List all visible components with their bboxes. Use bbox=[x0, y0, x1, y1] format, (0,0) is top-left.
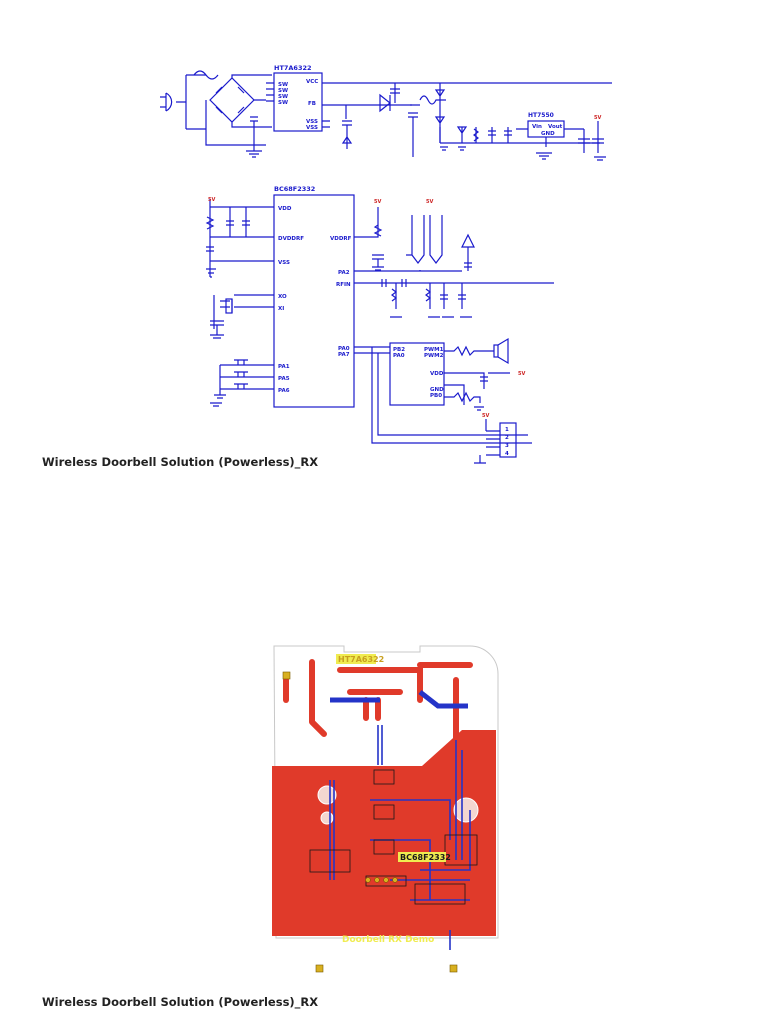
power-label: 5V bbox=[374, 199, 381, 205]
audio-ic-pin: PWM2 bbox=[424, 353, 444, 359]
connector-pin: 2 bbox=[505, 435, 509, 441]
top-ic-pin: SW bbox=[278, 100, 288, 106]
regulator-pin: Vout bbox=[548, 124, 563, 130]
power-label: 5V bbox=[594, 115, 601, 121]
mcu-pin: XI bbox=[278, 306, 284, 312]
ac-plug-icon bbox=[160, 92, 173, 112]
mcu-pin: DVDDRF bbox=[278, 236, 304, 242]
audio-ic-pin: PA0 bbox=[393, 353, 405, 359]
top-ic-pin: VSS bbox=[306, 125, 318, 131]
connector-pin: 3 bbox=[505, 443, 509, 449]
pcb-caption: Wireless Doorbell Solution (Powerless)_R… bbox=[42, 995, 319, 1009]
mcu-pin: VDD bbox=[278, 206, 292, 212]
pcb-layout: HT7A6322 BC68F2332 Doorbell RX Demo bbox=[272, 645, 499, 973]
mcu-pin: PA0 bbox=[338, 346, 350, 352]
mcu-pin: PA5 bbox=[278, 376, 290, 382]
connector-pin: 4 bbox=[505, 451, 509, 457]
mcu-pin: PA1 bbox=[278, 364, 290, 370]
audio-ic-pin: PB2 bbox=[393, 347, 405, 353]
pcb-silk-title: Doorbell RX Demo bbox=[342, 935, 434, 945]
mcu-pin: VSS bbox=[278, 260, 290, 266]
mcu-pin: PA2 bbox=[338, 270, 350, 276]
top-ic-pin: VCC bbox=[306, 79, 318, 85]
power-label: 5V bbox=[482, 413, 489, 419]
mcu-pin: PA7 bbox=[338, 352, 350, 358]
top-ic-pin: FB bbox=[308, 101, 316, 107]
mcu-pin: PA6 bbox=[278, 388, 290, 394]
schematic-diagram: HT7A6322 SW SW SW SW VCC FB VSS VSS HT75… bbox=[160, 64, 612, 464]
mcu-pin: XO bbox=[278, 294, 287, 300]
top-ic-pin: VSS bbox=[306, 119, 318, 125]
power-label: 5V bbox=[426, 199, 433, 205]
regulator-label: HT7550 bbox=[528, 112, 554, 119]
audio-ic-pin: PWM1 bbox=[424, 347, 444, 353]
schematic-caption: Wireless Doorbell Solution (Powerless)_R… bbox=[42, 455, 319, 469]
pcb-silk-top-ic: HT7A6322 bbox=[338, 655, 384, 664]
audio-ic-pin: PB0 bbox=[430, 393, 442, 399]
regulator-pin: Vin bbox=[532, 124, 542, 130]
top-ic-label: HT7A6322 bbox=[274, 64, 312, 72]
pcb-silk-mcu: BC68F2332 bbox=[400, 853, 451, 862]
audio-ic-pin: GND bbox=[430, 387, 444, 393]
power-label: 5V bbox=[518, 371, 525, 377]
audio-ic-pin: VDD bbox=[430, 371, 444, 377]
regulator-pin: GND bbox=[541, 131, 555, 137]
top-ic-pin: SW bbox=[278, 88, 288, 94]
mcu-label: BC68F2332 bbox=[274, 185, 315, 193]
mcu-pin: RFIN bbox=[336, 282, 351, 288]
connector-pin: 1 bbox=[505, 427, 509, 433]
top-ic-pin: SW bbox=[278, 94, 288, 100]
mcu-pin: VDDRF bbox=[330, 236, 352, 242]
top-ic-pin: SW bbox=[278, 82, 288, 88]
power-label: 5V bbox=[208, 197, 215, 203]
